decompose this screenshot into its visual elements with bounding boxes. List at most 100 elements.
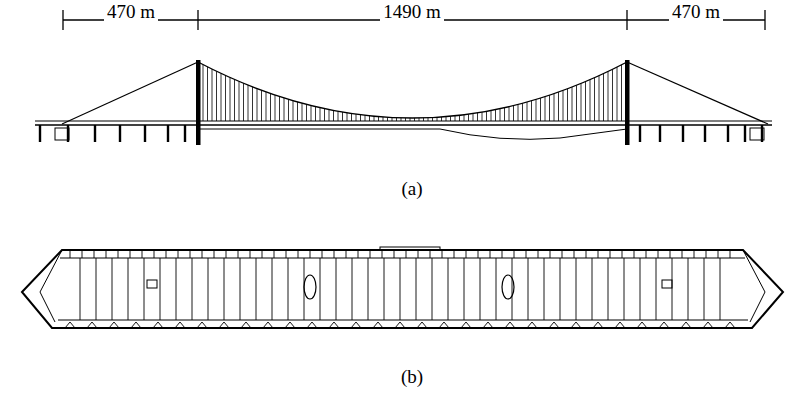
stiffener bbox=[395, 322, 405, 328]
deck-rib bbox=[562, 250, 563, 258]
diaphragm-line bbox=[128, 258, 129, 320]
hanger bbox=[239, 81, 240, 121]
hanger bbox=[549, 95, 550, 121]
deck-rib bbox=[274, 250, 275, 258]
hanger bbox=[437, 117, 438, 121]
diaphragm-line bbox=[656, 258, 657, 320]
deck-rib bbox=[298, 250, 299, 258]
deck-rib bbox=[730, 250, 731, 258]
hanger bbox=[396, 118, 397, 121]
diaphragm-line bbox=[320, 258, 321, 320]
diaphragm-line bbox=[464, 258, 465, 320]
deck-rib bbox=[154, 250, 155, 258]
deck-rib bbox=[190, 250, 191, 258]
diaphragm-line bbox=[352, 258, 353, 320]
diaphragm-line bbox=[240, 258, 241, 320]
hanger bbox=[374, 116, 375, 121]
hanger bbox=[320, 108, 321, 121]
hanger bbox=[536, 99, 537, 121]
subfigure-label: (a) bbox=[398, 179, 425, 198]
hanger bbox=[495, 110, 496, 121]
deck-rib bbox=[406, 250, 407, 258]
diaphragm-line bbox=[384, 258, 385, 320]
subfigure-label: (b) bbox=[398, 367, 426, 386]
hanger bbox=[257, 89, 258, 121]
deck-rib bbox=[550, 250, 551, 258]
diaphragm-line bbox=[80, 258, 81, 320]
hanger bbox=[567, 89, 568, 121]
stiffener bbox=[703, 322, 713, 328]
hanger bbox=[459, 115, 460, 121]
diaphragm-line bbox=[144, 258, 145, 320]
stiffener bbox=[197, 322, 207, 328]
deck-rib bbox=[526, 250, 527, 258]
deck-rib bbox=[106, 250, 107, 258]
deck-rib bbox=[538, 250, 539, 258]
hanger bbox=[585, 82, 586, 121]
deck-rib bbox=[598, 250, 599, 258]
stiffener bbox=[593, 322, 603, 328]
deck-rib bbox=[202, 250, 203, 258]
diaphragm-line bbox=[400, 258, 401, 320]
hanger bbox=[230, 77, 231, 121]
hanger bbox=[279, 96, 280, 121]
diaphragm-line bbox=[288, 258, 289, 320]
stiffener bbox=[527, 322, 537, 328]
dimension-label: 470 m bbox=[669, 2, 723, 21]
deck-rib bbox=[70, 250, 71, 258]
diaphragm-line bbox=[704, 258, 705, 320]
hanger bbox=[621, 65, 622, 121]
hanger bbox=[504, 108, 505, 121]
diaphragm-line bbox=[512, 258, 513, 320]
hanger bbox=[518, 104, 519, 121]
hanger bbox=[270, 93, 271, 121]
deck-rib bbox=[94, 250, 95, 258]
stiffener bbox=[351, 322, 361, 328]
hanger bbox=[212, 69, 213, 121]
hanger bbox=[576, 85, 577, 121]
hanger bbox=[446, 117, 447, 121]
diaphragm-line bbox=[560, 258, 561, 320]
hanger bbox=[486, 111, 487, 121]
hanger bbox=[207, 67, 208, 121]
hanger bbox=[261, 90, 262, 121]
hanger bbox=[401, 118, 402, 121]
deck-rib bbox=[694, 250, 695, 258]
hanger bbox=[302, 103, 303, 121]
hanger bbox=[347, 113, 348, 121]
deck-rib bbox=[634, 250, 635, 258]
stiffener bbox=[87, 322, 97, 328]
diaphragm-line bbox=[480, 258, 481, 320]
hanger bbox=[284, 98, 285, 121]
deck-rib bbox=[226, 250, 227, 258]
stiffener bbox=[219, 322, 229, 328]
hanger bbox=[563, 90, 564, 121]
dimension-label: 1490 m bbox=[380, 2, 444, 21]
deck-rib bbox=[334, 250, 335, 258]
diaphragm-line bbox=[720, 258, 721, 320]
hanger bbox=[522, 103, 523, 121]
hanger bbox=[450, 116, 451, 121]
deck-rib bbox=[214, 250, 215, 258]
deck-rib bbox=[514, 250, 515, 258]
diaphragm-line bbox=[272, 258, 273, 320]
diaphragm-line bbox=[96, 258, 97, 320]
stiffener bbox=[329, 322, 339, 328]
hanger bbox=[419, 118, 420, 121]
stiffener bbox=[549, 322, 559, 328]
hanger bbox=[581, 83, 582, 121]
diaphragm-line bbox=[224, 258, 225, 320]
deck-rib bbox=[262, 250, 263, 258]
hanger bbox=[221, 73, 222, 121]
diaphragm-line bbox=[432, 258, 433, 320]
hanger bbox=[455, 116, 456, 121]
diaphragm-line bbox=[496, 258, 497, 320]
hanger bbox=[410, 118, 411, 121]
hanger bbox=[527, 102, 528, 121]
stiffener bbox=[131, 322, 141, 328]
diaphragm-line bbox=[368, 258, 369, 320]
diaphragm-line bbox=[160, 258, 161, 320]
hanger bbox=[324, 109, 325, 121]
hanger bbox=[617, 67, 618, 121]
